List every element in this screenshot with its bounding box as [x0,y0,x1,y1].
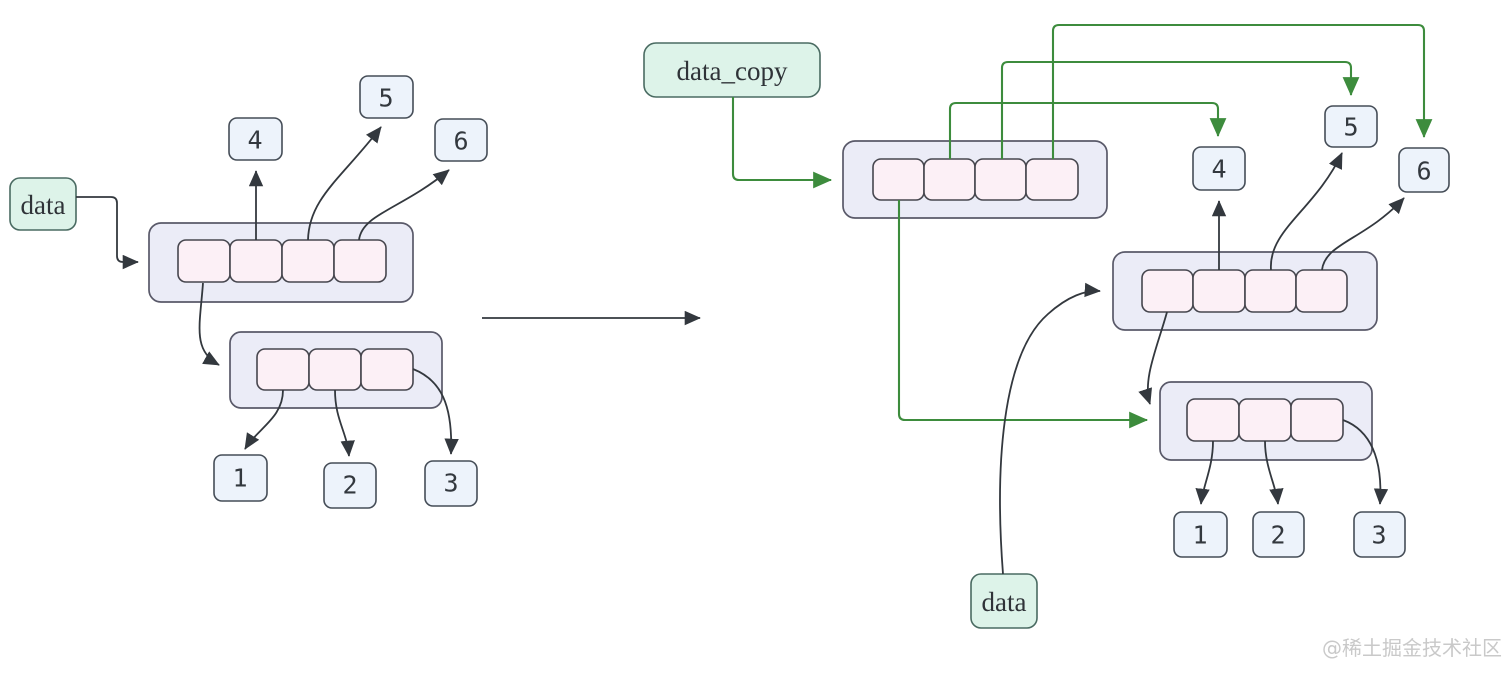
left-pointer-nested-cell1-to-1 [244,389,284,450]
black-pointer-nested-cell3-to-3 [1342,419,1389,505]
left-pointer-cell4-to-6 [358,169,450,241]
right-copy-list-cell-3 [974,158,1027,201]
left-diagram: data 4 5 6 1 2 3 [9,75,488,509]
right-value-5: 5 [1343,113,1358,142]
right-value-6: 6 [1416,157,1431,186]
left-value-box-3 [424,460,478,507]
left-value-box-6 [434,118,488,162]
right-original-list-cell-4 [1295,269,1348,313]
right-data-variable-box [970,573,1038,629]
left-nested-list-cell-1 [256,348,310,391]
black-pointer-data-to-original-list [999,282,1101,575]
right-nested-list-cell-3 [1290,398,1344,442]
left-value-2: 2 [342,471,357,500]
left-value-5: 5 [378,84,393,113]
right-value-4: 4 [1211,155,1226,184]
right-diagram: data_copy data 4 5 6 1 2 3 [643,23,1450,629]
right-copy-list-cell-2 [923,158,976,201]
left-value-box-1 [213,454,268,502]
left-pointer-nested-cell3-to-3 [412,368,459,455]
right-value-box-4 [1192,146,1246,191]
right-copy-list-cell-4 [1025,158,1079,201]
right-value-2: 2 [1270,521,1285,550]
right-copy-list-cell-1 [872,158,925,201]
left-data-variable-box [9,177,77,231]
left-value-4: 4 [247,126,262,155]
left-nested-list-cell-3 [360,348,414,391]
right-value-1: 1 [1192,521,1207,550]
watermark: @稀土掘金技术社区 [1322,636,1502,660]
right-value-box-5 [1324,105,1378,148]
left-value-box-5 [359,75,414,119]
left-value-box-2 [323,462,377,509]
left-outer-list-cell-1 [177,239,231,283]
black-pointer-cell3-to-5 [1270,152,1343,271]
left-nested-list-cell-2 [308,348,362,391]
left-outer-list-cell-4 [333,239,387,283]
right-value-box-2 [1252,511,1305,558]
right-data-copy-variable-label: data_copy [677,56,788,86]
right-original-list-cell-2 [1192,269,1246,313]
green-pointer-cell1-to-nested-list [897,200,1149,429]
left-pointer-cell1-to-nested-list [198,282,220,366]
right-value-3: 3 [1371,521,1386,550]
green-pointer-cell2-to-4 [948,101,1227,159]
right-value-box-1 [1173,511,1228,558]
left-data-variable-label: data [21,190,66,220]
left-outer-list-cell-3 [281,239,335,283]
right-original-list-cell-3 [1244,269,1297,313]
left-pointer-nested-cell2-to-2 [334,389,355,457]
black-pointer-cell4-to-6 [1321,197,1405,271]
green-pointer-cell3-to-5 [1000,60,1360,159]
left-outer-list-cell-2 [229,239,283,283]
black-pointer-cell1-to-nested-list [1138,311,1168,405]
right-nested-list-cell-2 [1238,398,1292,442]
black-pointer-nested-cell1-to-1 [1195,440,1214,505]
right-value-box-3 [1353,511,1406,558]
green-pointer-data-copy-to-list [731,97,833,189]
left-value-box-4 [228,117,283,161]
left-pointer-data-to-list [76,196,139,270]
green-pointer-cell4-to-6 [1051,23,1433,159]
left-value-6: 6 [453,127,468,156]
right-value-box-6 [1398,147,1450,193]
left-value-3: 3 [443,469,458,498]
left-value-1: 1 [232,464,247,493]
right-original-list-cell-1 [1141,269,1194,313]
black-pointer-nested-cell2-to-2 [1264,440,1284,505]
left-pointer-cell3-to-5 [307,126,382,241]
right-data-variable-label: data [982,587,1027,617]
right-nested-list-cell-1 [1186,398,1240,442]
